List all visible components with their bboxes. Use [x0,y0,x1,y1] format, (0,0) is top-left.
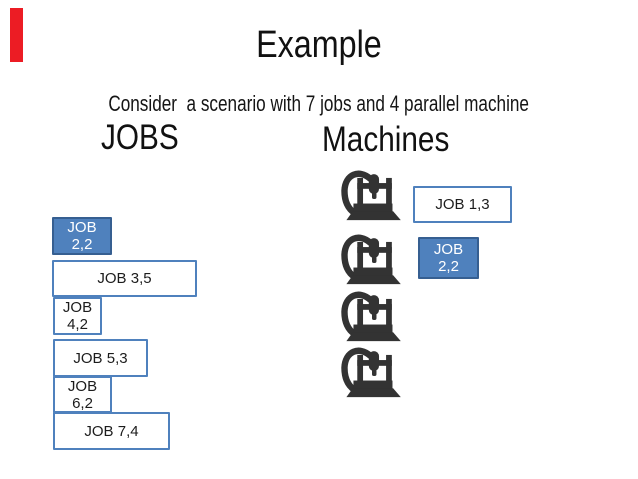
job-3-5: JOB 3,5 [52,260,197,297]
job-box-label: 6,2 [72,394,93,412]
job-box-label: JOB 7,4 [84,422,139,440]
slide-title: Example [0,24,638,67]
job-5-3: JOB 5,3 [53,339,148,377]
machine-icon [340,234,404,287]
job-box-label: 2,2 [71,236,93,253]
job-box-label: JOB [67,377,98,395]
machine-icon [340,291,404,344]
job-box-label: 2,2 [438,258,459,275]
job-box-label: JOB [62,299,93,316]
job-box-label: 4,2 [67,316,88,333]
job-box-label: JOB 5,3 [73,349,128,367]
slide-subtitle: Consider a scenario with 7 jobs and 4 pa… [0,91,638,117]
red-marker-bar [10,8,23,62]
job-1-3-assigned: JOB 1,3 [413,186,512,223]
slide-title-text: Example [256,24,382,66]
job-7-4: JOB 7,4 [53,412,170,450]
jobs-heading-text: JOBS [101,118,179,157]
jobs-heading: JOBS [101,118,192,158]
machine-icon [340,170,404,223]
slide-subtitle-text: Consider a scenario with 7 jobs and 4 pa… [108,91,530,116]
machine-icon [340,347,404,400]
job-box-label: JOB [67,219,97,236]
job-box-label: JOB 3,5 [97,270,152,287]
job-box-label: JOB 1,3 [435,196,490,213]
machines-heading-text: Machines [322,120,450,159]
machines-heading: Machines [322,120,472,160]
job-box-label: JOB [433,241,464,258]
